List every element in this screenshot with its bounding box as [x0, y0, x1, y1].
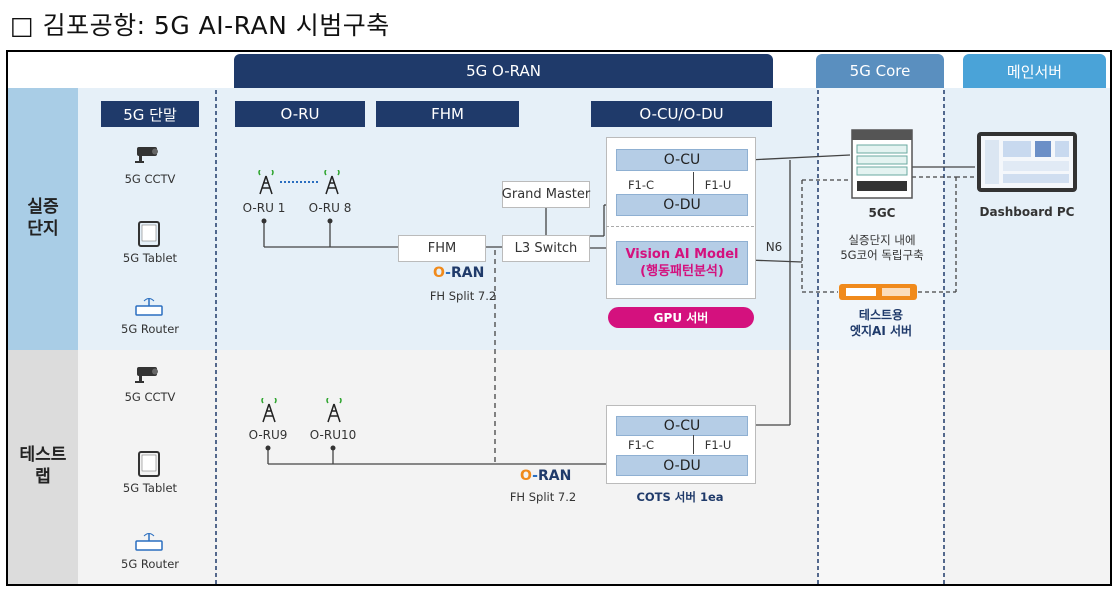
f1u-label: F1-U [704, 438, 732, 452]
section-fhm: FHM [376, 101, 519, 127]
5gc-label: 5GC [868, 206, 896, 220]
l3-switch-box: L3 Switch [502, 235, 590, 262]
gpu-server-badge: GPU 서버 [608, 307, 754, 328]
antenna-icon [324, 397, 344, 428]
f1c-label: F1-C [627, 438, 655, 452]
cctv-icon [133, 363, 163, 389]
test-zone-background [8, 350, 1110, 584]
5gc-desc-line1: 실증단지 내에 [848, 233, 916, 247]
device-label-cctv: 5G CCTV [124, 172, 176, 186]
oru-label: O-RU 1 [242, 201, 286, 215]
oru-label: O-RU10 [309, 428, 357, 442]
f1u-label: F1-U [704, 178, 732, 192]
vision-ai-title: Vision AI Model [625, 247, 739, 262]
device-label-cctv: 5G CCTV [124, 390, 176, 404]
fh-split-label: FH Split 7.2 [509, 490, 577, 504]
section-ocu-odu: O-CU/O-DU [591, 101, 772, 127]
edge-server-label-1: 테스트용 [858, 308, 904, 322]
oran-logo: O-RAN [433, 265, 485, 281]
router-icon [135, 532, 163, 556]
ocu-box: O-CU [616, 416, 748, 436]
dashboard-monitor-icon [976, 131, 1078, 197]
antenna-icon [256, 169, 276, 200]
vision-ai-box: Vision AI Model (행동패턴분석) [616, 241, 748, 285]
device-label-router: 5G Router [121, 322, 179, 336]
dashboard-pc-label: Dashboard PC [979, 205, 1075, 219]
f1-divider [693, 435, 694, 454]
demo-zone-background [8, 88, 1110, 350]
demo-zone-side [8, 88, 78, 350]
edge-server-label-2: 엣지AI 서버 [849, 324, 913, 338]
page-title: □ 김포공항: 5G AI-RAN 시범구축 [10, 11, 390, 40]
antenna-icon [322, 169, 342, 200]
test-zone-side [8, 350, 78, 584]
header-5g-core: 5G Core [816, 54, 944, 88]
ocu-box: O-CU [616, 149, 748, 171]
f1c-label: F1-C [627, 178, 655, 192]
fh-split-label: FH Split 7.2 [429, 289, 497, 303]
oran-logo: O-RAN [520, 468, 572, 484]
edge-server-icon [838, 282, 918, 306]
5gc-desc-line2: 5G코어 독립구축 [840, 248, 924, 262]
oru-label: O-RU9 [248, 428, 288, 442]
zone-label-demo: 실증 단지 [27, 197, 59, 239]
header-5g-oran: 5G O-RAN [234, 54, 773, 88]
server-divider [606, 226, 754, 227]
fhm-box: FHM [398, 235, 486, 262]
router-icon [135, 297, 163, 321]
cots-server-label: COTS 서버 1ea [636, 490, 724, 504]
oru-label: O-RU 8 [308, 201, 352, 215]
n6-label: N6 [765, 240, 783, 254]
device-label-router: 5G Router [121, 557, 179, 571]
device-label-tablet: 5G Tablet [122, 251, 178, 265]
header-main-server: 메인서버 [963, 54, 1106, 88]
odu-box: O-DU [616, 455, 748, 476]
device-label-tablet: 5G Tablet [122, 481, 178, 495]
section-oru: O-RU [235, 101, 365, 127]
f1-divider [693, 172, 694, 194]
section-5g-terminal: 5G 단말 [101, 101, 199, 127]
vision-ai-subtitle: (행동패턴분석) [640, 264, 724, 279]
odu-box: O-DU [616, 194, 748, 216]
antenna-icon [259, 397, 279, 428]
tablet-icon [138, 221, 160, 251]
zone-label-test: 테스트 랩 [19, 445, 67, 487]
server-rack-icon [851, 129, 913, 203]
cctv-icon [133, 143, 163, 169]
tablet-icon [138, 451, 160, 481]
grand-master-box: Grand Master [502, 181, 590, 208]
